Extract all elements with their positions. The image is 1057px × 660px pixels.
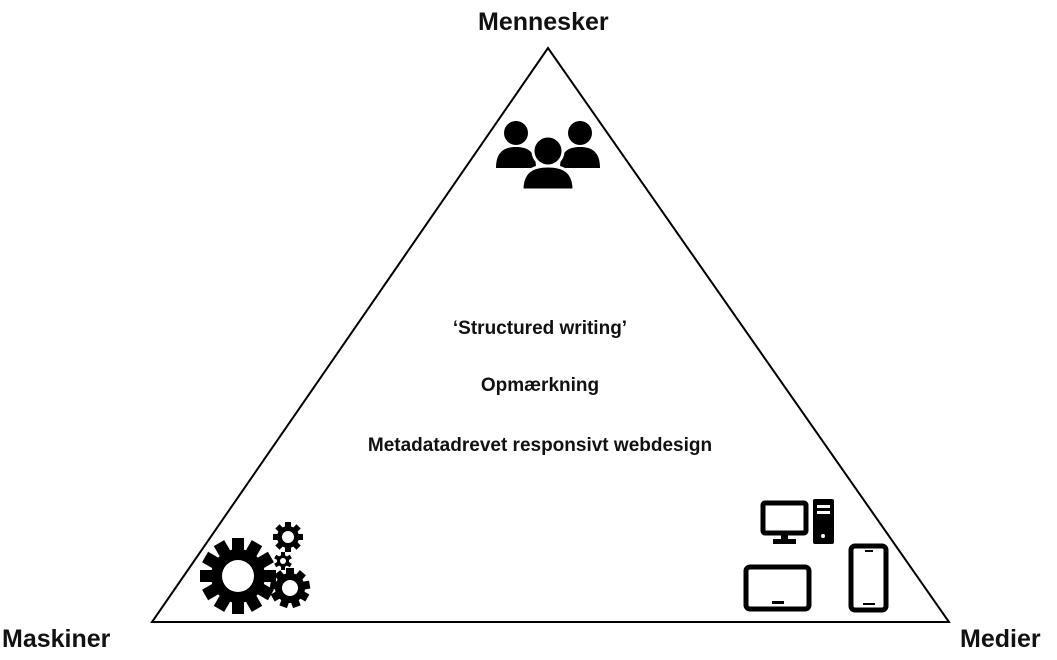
monitor-icon bbox=[760, 500, 809, 544]
gears-icon bbox=[200, 522, 311, 614]
devices-icon bbox=[743, 499, 889, 613]
triangle-outline bbox=[150, 46, 951, 623]
center-item-metadata-design: Metadatadrevet responsivt webdesign bbox=[367, 435, 713, 456]
vertex-label-bottom-left: Maskiner bbox=[2, 625, 111, 653]
tower-pc-icon bbox=[813, 499, 834, 544]
people-group-icon bbox=[496, 121, 600, 192]
vertex-label-bottom-right: Medier bbox=[960, 625, 1041, 653]
center-item-structured-writing: ‘Structured writing’ bbox=[452, 318, 628, 339]
phone-icon bbox=[848, 543, 889, 613]
vertex-label-top: Mennesker bbox=[478, 8, 609, 36]
tablet-icon bbox=[743, 564, 812, 612]
center-item-opmaerkning: Opmærkning bbox=[480, 375, 600, 396]
